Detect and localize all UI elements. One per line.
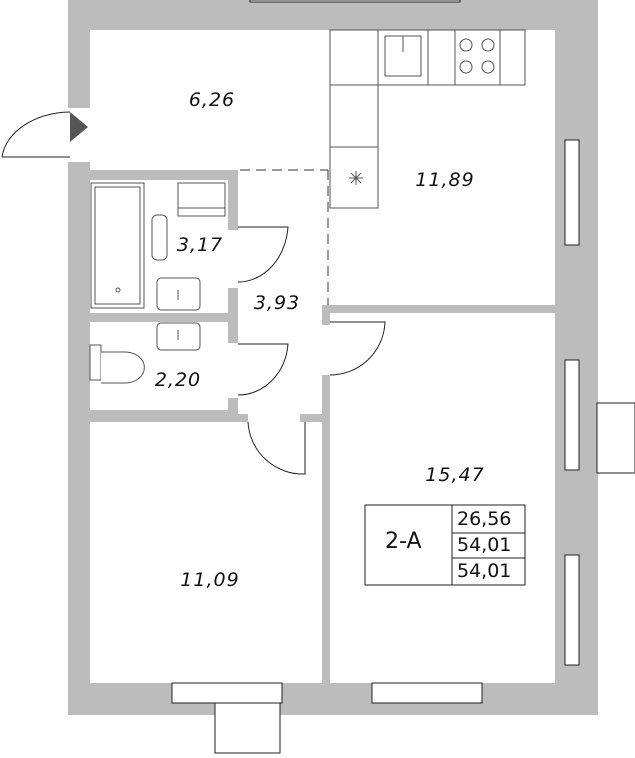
interior-doors[interactable] bbox=[237, 226, 386, 475]
zone-boundary bbox=[240, 169, 329, 305]
washbasin-icon bbox=[156, 277, 201, 311]
entrance-arrow-icon bbox=[70, 112, 88, 142]
summary-value: 54,01 bbox=[457, 534, 512, 556]
entrance-door[interactable] bbox=[1, 111, 71, 158]
room-area-bedroom: 11,09 bbox=[180, 569, 240, 591]
sink-icon bbox=[384, 35, 422, 77]
room-area-kitchen: 11,89 bbox=[415, 169, 475, 191]
summary-table bbox=[364, 504, 526, 586]
summary-value: 54,01 bbox=[457, 560, 512, 582]
bathtub-icon bbox=[90, 182, 145, 309]
kitchen-cabinets bbox=[329, 29, 526, 209]
room-area-corridor: 3,93 bbox=[253, 292, 301, 314]
towel-rail-icon bbox=[151, 214, 168, 261]
toilet-icon bbox=[89, 344, 145, 384]
apartment-type: 2-A bbox=[385, 529, 422, 554]
vent-icon bbox=[349, 171, 363, 185]
summary-value: 26,56 bbox=[457, 508, 512, 530]
room-area-bathroom: 3,17 bbox=[176, 234, 224, 256]
room-area-hall: 6,26 bbox=[188, 89, 236, 111]
room-area-living: 15,47 bbox=[425, 464, 485, 486]
windows bbox=[171, 0, 635, 754]
washbasin-icon bbox=[156, 322, 201, 351]
walls bbox=[68, 0, 598, 715]
stove-icon bbox=[459, 38, 495, 74]
room-area-wc: 2,20 bbox=[154, 369, 202, 391]
washing-machine-icon bbox=[177, 182, 226, 217]
